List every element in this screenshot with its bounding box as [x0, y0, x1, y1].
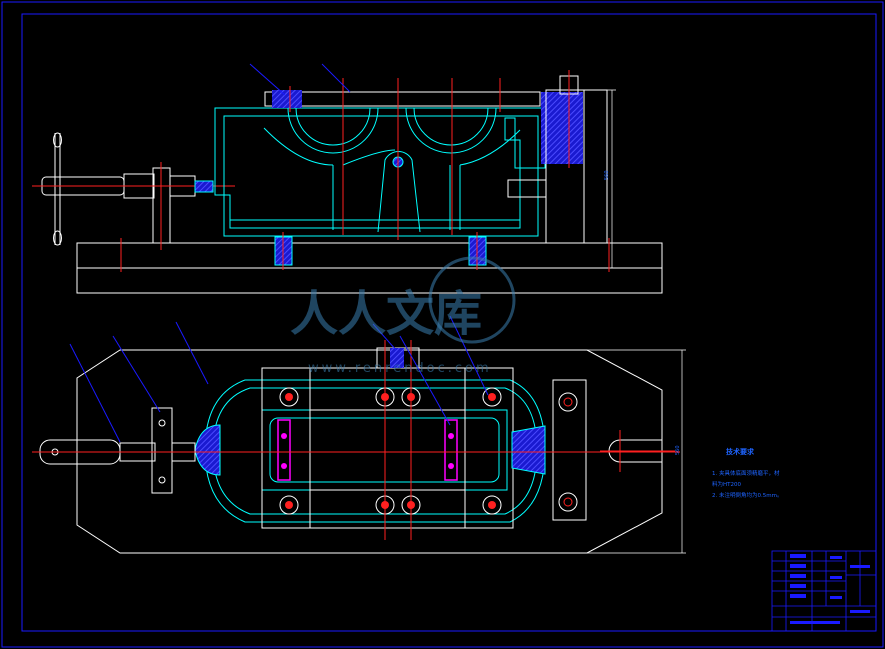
leader: [449, 315, 489, 396]
tech-item-3: 2. 未注明倒角均为0.5mm。: [712, 491, 782, 499]
tech-item-1: 1. 夹具体底面须精磨平，材: [712, 469, 780, 477]
clamp-block: [552, 379, 587, 521]
leader: [175, 321, 209, 385]
tech-requirements: 技术要求 1. 夹具体底面须精磨平，材 料为HT200 2. 未注明倒角均为0.…: [712, 447, 782, 499]
top-screw-hatch: [390, 348, 404, 368]
front-view: 560: [32, 63, 663, 294]
bolt-hatch: [541, 92, 583, 164]
dim-width: 560: [675, 445, 681, 455]
v-jaw-right: [511, 425, 546, 475]
leader: [321, 63, 351, 93]
watermark-brand: 人人文库: [290, 286, 482, 342]
plan-view: 560: [32, 315, 686, 554]
stud: [507, 179, 547, 198]
strap-pin: [448, 463, 454, 469]
bolt-hatch: [272, 90, 302, 108]
title-block: [771, 550, 877, 632]
strap-left: [277, 419, 291, 481]
watermark: 人人文库 www.renrendoc.com: [290, 256, 516, 376]
leader: [399, 335, 451, 426]
leader: [69, 343, 121, 443]
workpiece-plan: [204, 379, 546, 523]
dim-height: 560: [604, 170, 610, 180]
inner-frame: [21, 13, 877, 632]
title-block-fill: [790, 554, 870, 624]
workpiece-front: [214, 107, 546, 237]
base-plate: [76, 242, 663, 269]
strap-right: [444, 419, 458, 481]
tech-item-2: 料为HT200: [712, 480, 741, 488]
strap-pin: [281, 463, 287, 469]
screw-tip: [194, 180, 214, 193]
tech-heading: 技术要求: [726, 447, 755, 456]
t-handle: [41, 132, 196, 246]
v-jaw-left: [194, 424, 221, 476]
leader: [112, 335, 161, 413]
right-bracket: [583, 89, 608, 244]
watermark-logo-ring: [428, 256, 516, 344]
leader: [249, 63, 286, 96]
watermark-url: www.renrendoc.com: [308, 361, 492, 376]
leader: [372, 323, 397, 351]
strap-pin: [281, 433, 287, 439]
clamp-plate: [264, 91, 541, 107]
base-bottom-line: [76, 267, 663, 294]
handle-plan: [39, 407, 196, 494]
strap-pin: [448, 433, 454, 439]
